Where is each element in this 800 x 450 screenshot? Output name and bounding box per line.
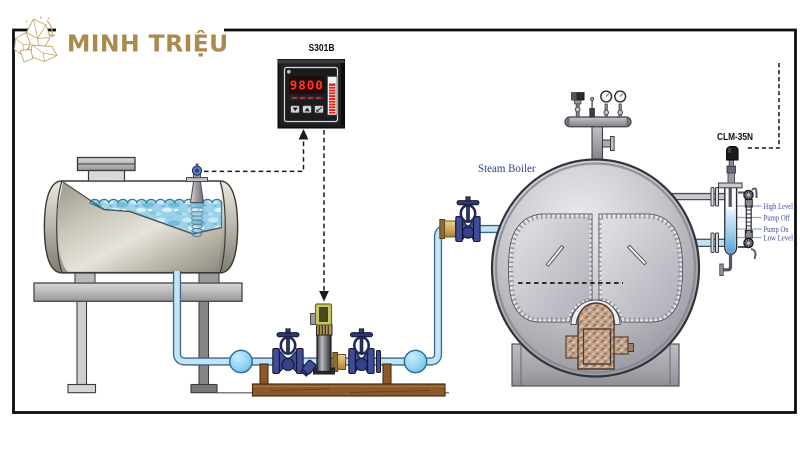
brand-logo: MINH TRIỆU bbox=[14, 16, 229, 63]
boiler-label: Steam Boiler bbox=[478, 161, 536, 175]
arrowhead-down-icon bbox=[319, 291, 329, 302]
tank-manhole bbox=[76, 156, 136, 182]
vent-valve-icon bbox=[589, 97, 595, 118]
signal-line-to-level-probe bbox=[747, 63, 780, 149]
skid-base bbox=[251, 363, 446, 397]
controller-display-value: 9800 bbox=[290, 78, 324, 93]
boiler-panel-left bbox=[511, 217, 590, 320]
tank-body bbox=[43, 180, 239, 274]
feed-pump-skid bbox=[229, 303, 446, 397]
sight-glass bbox=[738, 187, 758, 260]
controller-display: 9800 bbox=[289, 76, 325, 94]
level-label-pump-off: Pump Off bbox=[764, 212, 791, 222]
boiler-feed-valve bbox=[439, 196, 481, 243]
crystal-icon bbox=[14, 16, 58, 63]
radar-level-sensor bbox=[186, 163, 208, 238]
logo-backplate bbox=[56, 21, 224, 46]
sight-glass-valve-icon bbox=[743, 237, 754, 249]
controller-title: S301B bbox=[309, 42, 335, 54]
sight-glass-valve-icon bbox=[743, 189, 754, 201]
level-controller-title: CLM-35N bbox=[717, 132, 753, 143]
pressure-gauge-icon bbox=[614, 90, 627, 118]
diagram-frame bbox=[12, 21, 797, 414]
pipe-flanges bbox=[710, 187, 719, 253]
steam-boiler bbox=[490, 90, 701, 387]
tank-stand bbox=[33, 271, 243, 394]
valve-actuator bbox=[310, 303, 333, 326]
tank-cutaway-shell bbox=[57, 182, 222, 272]
control-valve bbox=[310, 303, 335, 375]
signal-lines bbox=[204, 63, 780, 302]
valve-ribbed-collar bbox=[316, 324, 333, 336]
controller-s301b: 9800 S301B bbox=[277, 42, 345, 129]
panel-slash-icon bbox=[626, 244, 648, 266]
enter-icon bbox=[316, 106, 323, 112]
water-tank-assembly bbox=[33, 156, 449, 394]
pressure-gauge-icon bbox=[600, 90, 613, 118]
controller-buttons bbox=[290, 105, 324, 114]
level-controller-clm35n: High Level Pump Off Pump On Low Level CL… bbox=[710, 132, 794, 276]
level-label-pump-on: Pump On bbox=[764, 224, 790, 234]
steam-manifold bbox=[564, 90, 632, 163]
arrowhead-up-icon bbox=[298, 129, 309, 140]
brass-coupling bbox=[332, 352, 347, 372]
brand-name: MINH TRIỆU bbox=[67, 30, 229, 58]
level-probe-head bbox=[726, 146, 739, 184]
level-label-high: High Level bbox=[764, 201, 794, 211]
controller-logo-icon bbox=[287, 70, 291, 74]
up-arrow-icon bbox=[304, 107, 310, 112]
brass-coupling bbox=[439, 219, 457, 239]
drain-fitting bbox=[300, 359, 317, 377]
level-label-low: Low Level bbox=[764, 232, 794, 242]
signal-line-sensor-to-controller bbox=[204, 137, 305, 173]
panel-slash-icon bbox=[545, 244, 565, 267]
level-column bbox=[718, 182, 743, 256]
boiler-panel-right bbox=[602, 217, 681, 320]
column-drain bbox=[719, 254, 733, 276]
isolation-valve-left bbox=[272, 328, 304, 375]
pipe-ball-joint bbox=[229, 349, 253, 374]
controller-bargraph bbox=[327, 76, 338, 116]
down-arrow-icon bbox=[292, 107, 298, 112]
display-legend-ticks bbox=[292, 97, 321, 99]
tank-cutaway-edge bbox=[62, 181, 222, 235]
level-labels: High Level Pump Off Pump On Low Level bbox=[764, 201, 794, 243]
safety-valve-icon bbox=[571, 92, 585, 118]
burner-block bbox=[565, 302, 634, 370]
isolation-valve-right bbox=[348, 328, 381, 375]
pipe-ball-joint bbox=[403, 349, 428, 374]
